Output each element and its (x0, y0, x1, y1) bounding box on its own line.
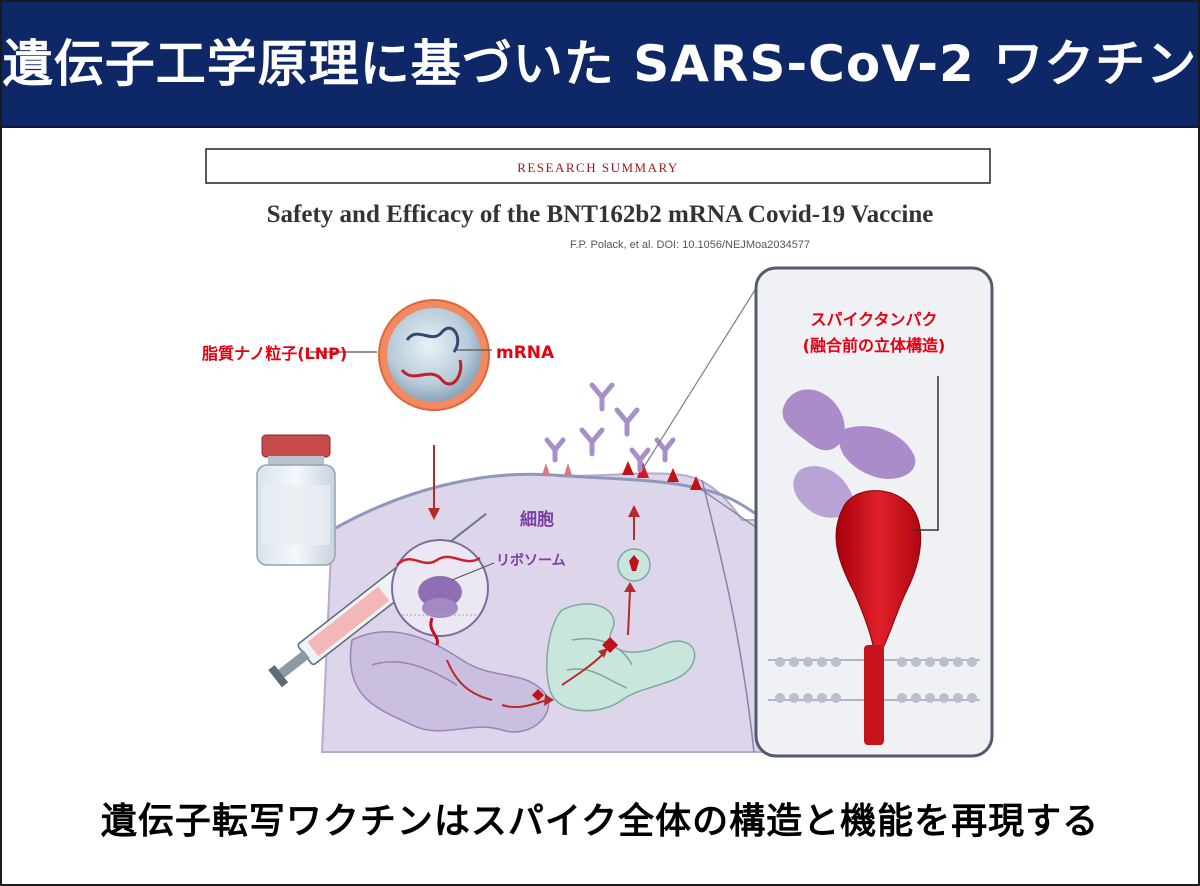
folding-protein (602, 637, 618, 653)
cell-inner-boundary (701, 479, 755, 753)
er-cisternae (546, 603, 696, 712)
lipid-nanoparticle (378, 299, 490, 411)
research-summary-figure: RESEARCH SUMMARY Safety and Efficacy of … (202, 140, 1002, 760)
antibodies (544, 382, 676, 473)
paper-headline: Safety and Efficacy of the BNT162b2 mRNA… (267, 201, 934, 228)
cell-label: 細胞 (520, 509, 554, 530)
transport-vesicle (617, 548, 651, 582)
slide-caption: 遺伝子転写ワクチンはスパイク全体の構造と機能を再現する (100, 801, 1100, 842)
mrna-label: mRNA (496, 343, 555, 363)
zoom-line-bottom (701, 489, 761, 531)
section-label: RESEARCH SUMMARY (517, 160, 679, 175)
cell-membrane (331, 472, 768, 532)
lnp-label: 脂質ナノ粒子(LNP) (202, 344, 347, 363)
section-label-box (205, 148, 991, 184)
rough-er (349, 631, 550, 733)
zoom-line-top (641, 281, 761, 471)
surface-spikes (542, 461, 702, 490)
nascent-protein (532, 689, 544, 701)
ribosome-magnifier (391, 539, 489, 646)
paper-byline: F.P. Polack, et al. DOI: 10.1056/NEJMoa2… (570, 239, 810, 251)
ribosome-label: リボソーム (496, 553, 566, 569)
vaccine-vial (256, 434, 336, 566)
slide-title: 遺伝子工学原理に基づいた SARS-CoV-2 ワクチン (2, 35, 1198, 93)
title-bar: 遺伝子工学原理に基づいた SARS-CoV-2 ワクチン (2, 2, 1198, 128)
spike-label-line1: スパイクタンパク (810, 310, 937, 329)
spike-zoom-panel (754, 266, 994, 758)
spike-label-line2: (融合前の立体構造) (803, 336, 946, 355)
